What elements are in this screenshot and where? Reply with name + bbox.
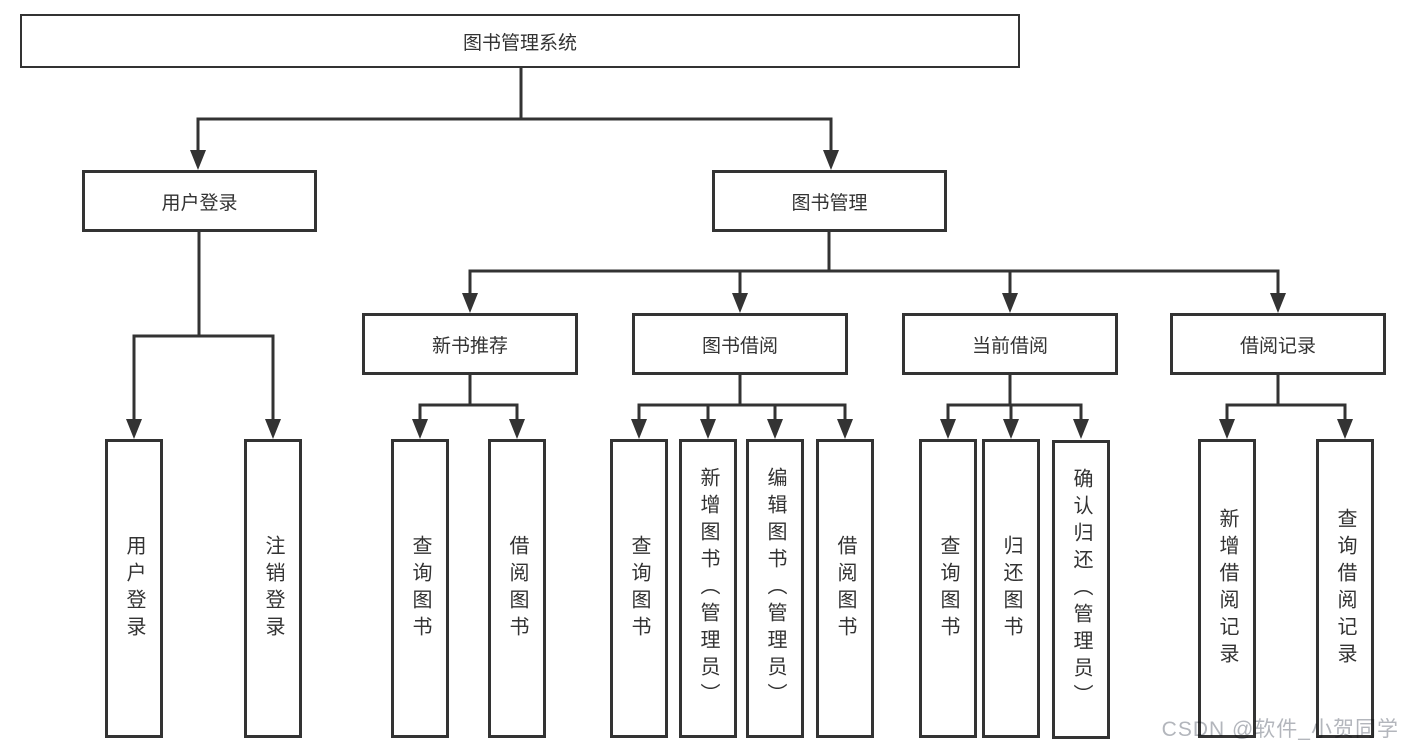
node-label: 借阅图书 xyxy=(834,534,856,643)
leaf-borrow-query-books: 查询图书 xyxy=(610,439,668,738)
node-label: 确认归还（管理员） xyxy=(1070,468,1092,711)
csdn-watermark: CSDN @软件_小贺同学 xyxy=(1161,718,1399,741)
leaf-borrow-edit-books-admin: 编辑图书（管理员） xyxy=(746,439,804,738)
node-label: 当前借阅 xyxy=(971,335,1048,357)
leaf-borrow-add-books-admin: 新增图书（管理员） xyxy=(679,439,737,738)
node-label: 新书推荐 xyxy=(431,335,508,357)
leaf-records-add-record: 新增借阅记录 xyxy=(1198,439,1256,738)
leaf-recommend-borrow-books: 借阅图书 xyxy=(488,439,546,738)
node-label: 图书借阅 xyxy=(701,335,778,357)
node-label: 查询图书 xyxy=(937,534,959,643)
node-user-login: 用户登录 xyxy=(82,170,317,232)
node-label: 图书管理 xyxy=(791,192,868,214)
node-label: 注销登录 xyxy=(262,534,284,643)
node-label: 借阅记录 xyxy=(1239,335,1316,357)
leaf-current-return-books: 归还图书 xyxy=(982,439,1040,738)
node-new-book-recommend: 新书推荐 xyxy=(362,313,578,375)
node-label: 借阅图书 xyxy=(506,534,528,643)
node-label: 编辑图书（管理员） xyxy=(764,467,786,710)
leaf-current-confirm-return-admin: 确认归还（管理员） xyxy=(1052,440,1110,739)
leaf-user-login: 用户登录 xyxy=(105,439,163,738)
node-label: 归还图书 xyxy=(1000,534,1022,643)
node-current-borrow: 当前借阅 xyxy=(902,313,1118,375)
node-label: 查询借阅记录 xyxy=(1334,507,1356,670)
node-label: 用户登录 xyxy=(123,534,145,643)
leaf-recommend-query-books: 查询图书 xyxy=(391,439,449,738)
node-book-management: 图书管理 xyxy=(712,170,947,232)
node-label: 用户登录 xyxy=(161,192,238,214)
node-label: 查询图书 xyxy=(628,534,650,643)
leaf-logout: 注销登录 xyxy=(244,439,302,738)
node-library-management-system: 图书管理系统 xyxy=(20,14,1020,68)
node-label: 新增借阅记录 xyxy=(1216,507,1238,670)
node-book-borrow: 图书借阅 xyxy=(632,313,848,375)
leaf-borrow-borrow-books: 借阅图书 xyxy=(816,439,874,738)
node-borrow-records: 借阅记录 xyxy=(1170,313,1386,375)
node-label: 图书管理系统 xyxy=(462,32,577,54)
leaf-records-query-record: 查询借阅记录 xyxy=(1316,439,1374,738)
node-label: 新增图书（管理员） xyxy=(697,467,719,710)
node-label: 查询图书 xyxy=(409,534,431,643)
leaf-current-query-books: 查询图书 xyxy=(919,439,977,738)
